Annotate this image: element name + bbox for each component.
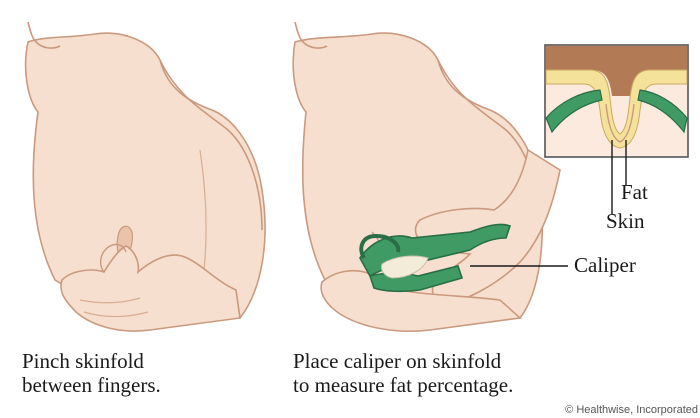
caliper-label: Caliper <box>574 254 636 276</box>
right-panel-figure <box>293 22 568 331</box>
right-caption: Place caliper on skinfold to measure fat… <box>293 349 513 397</box>
skin-label: Skin <box>606 210 645 232</box>
left-caption: Pinch skinfold between fingers. <box>22 349 161 397</box>
right-caption-line-1: Place caliper on skinfold <box>293 349 513 373</box>
left-caption-line-1: Pinch skinfold <box>22 349 161 373</box>
fat-label: Fat <box>621 181 648 203</box>
copyright-credit: © Healthwise, Incorporated <box>565 403 698 417</box>
right-caption-line-2: to measure fat percentage. <box>293 373 513 397</box>
skinfold-cross-section-inset <box>545 45 688 214</box>
left-panel-figure <box>26 22 265 331</box>
left-caption-line-2: between fingers. <box>22 373 161 397</box>
